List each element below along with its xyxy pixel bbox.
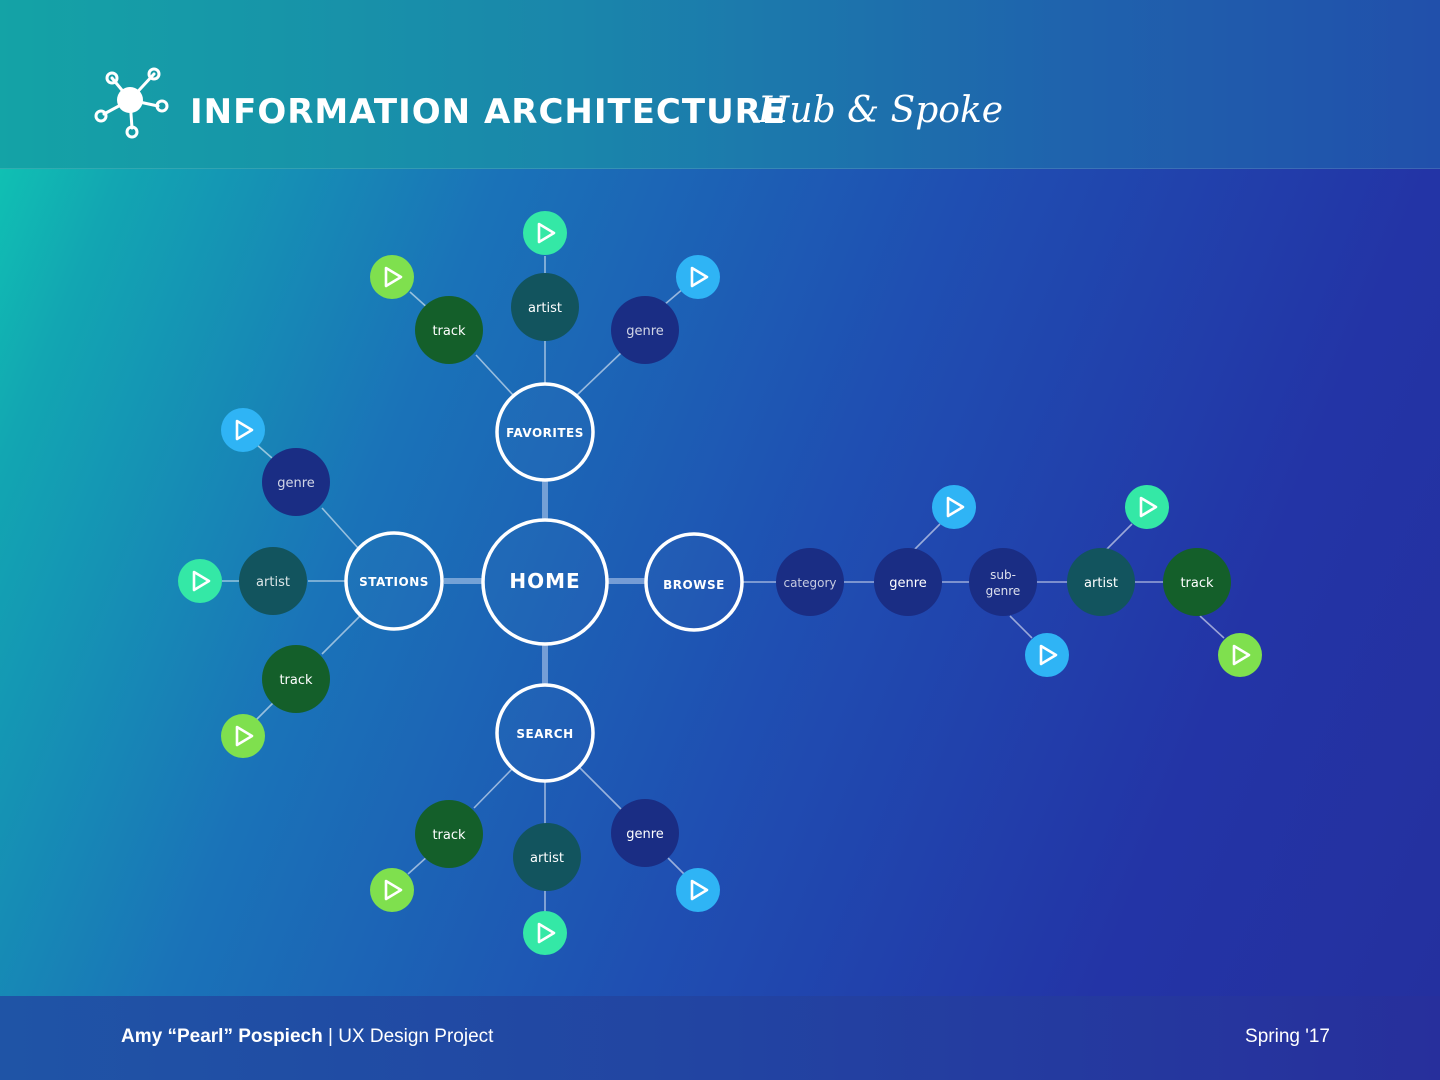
play-buttons [178,211,1262,955]
svg-text:artist: artist [256,575,290,590]
hub-links [444,480,646,684]
svg-text:artist: artist [1084,576,1118,591]
svg-text:artist: artist [528,301,562,316]
browse-genre-play-button[interactable] [932,485,976,529]
browse-category-node[interactable]: category [776,548,844,616]
svg-text:BROWSE: BROWSE [663,578,725,592]
svg-text:genre: genre [626,324,664,339]
play-icon [235,419,254,441]
play-icon [946,496,965,518]
project-date: Spring '17 [1245,1026,1330,1047]
svg-text:track: track [1180,576,1214,591]
svg-text:STATIONS: STATIONS [359,575,429,589]
svg-text:SEARCH: SEARCH [516,727,573,741]
favorites-track-node[interactable]: track [415,296,483,364]
browse-track-play-button[interactable] [1218,633,1262,677]
svg-text:genre: genre [277,476,315,491]
author-name: Amy “Pearl” Pospiech [121,1026,323,1047]
play-icon [1232,644,1251,666]
favorites-track-play-button[interactable] [370,255,414,299]
search-genre-play-button[interactable] [676,868,720,912]
search-artist-play-button[interactable] [523,911,567,955]
play-icon [537,222,556,244]
spoke-node-search[interactable]: SEARCH [495,683,595,783]
spoke-node-favorites[interactable]: FAVORITES [495,382,595,482]
browse-artist-node[interactable]: artist [1067,548,1135,616]
spoke-node-stations[interactable]: STATIONS [344,531,444,631]
play-icon [537,922,556,944]
search-genre-node[interactable]: genre [611,799,679,867]
project-label: | UX Design Project [322,1026,494,1047]
page-subtitle: Hub & Spoke [758,90,1004,131]
stations-track-play-button[interactable] [221,714,265,758]
play-icon [1139,496,1158,518]
svg-text:genre: genre [889,576,927,591]
stations-genre-node[interactable]: genre [262,448,330,516]
footer-bar [0,996,1440,1080]
play-icon [192,570,211,592]
favorites-artist-play-button[interactable] [523,211,567,255]
svg-text:category: category [783,576,836,590]
svg-text:genre: genre [626,827,664,842]
browse-subgenre-node[interactable]: sub- genre [969,548,1037,616]
stations-genre-play-button[interactable] [221,408,265,452]
play-icon [384,266,403,288]
svg-text:track: track [432,828,466,843]
favorites-artist-node[interactable]: artist [511,273,579,341]
svg-text:artist: artist [530,851,564,866]
svg-text:track: track [279,673,313,688]
svg-text:genre: genre [986,584,1021,598]
hub-network-icon [94,67,169,139]
search-artist-node[interactable]: artist [513,823,581,891]
stations-track-node[interactable]: track [262,645,330,713]
stations-artist-node[interactable]: artist [239,547,307,615]
hub-node-home[interactable]: HOME [481,518,609,646]
search-track-play-button[interactable] [370,868,414,912]
header-bar [0,0,1440,169]
browse-track-node[interactable]: track [1163,548,1231,616]
favorites-genre-play-button[interactable] [676,255,720,299]
author-credit: Amy “Pearl” Pospiech | UX Design Project [121,1026,493,1048]
play-icon [235,725,254,747]
connector-lines [222,256,1225,912]
page-title: INFORMATION ARCHITECTURE [190,92,787,132]
svg-text:FAVORITES: FAVORITES [506,426,584,440]
favorites-genre-node[interactable]: genre [611,296,679,364]
browse-subgenre-play-button[interactable] [1025,633,1069,677]
browse-genre-node[interactable]: genre [874,548,942,616]
spoke-node-browse[interactable]: BROWSE [644,532,744,632]
play-icon [690,266,709,288]
play-icon [690,879,709,901]
search-track-node[interactable]: track [415,800,483,868]
play-icon [384,879,403,901]
play-icon [1039,644,1058,666]
svg-text:track: track [432,324,466,339]
stations-artist-play-button[interactable] [178,559,222,603]
browse-artist-play-button[interactable] [1125,485,1169,529]
svg-text:sub-: sub- [990,568,1016,582]
svg-text:HOME: HOME [509,569,580,593]
